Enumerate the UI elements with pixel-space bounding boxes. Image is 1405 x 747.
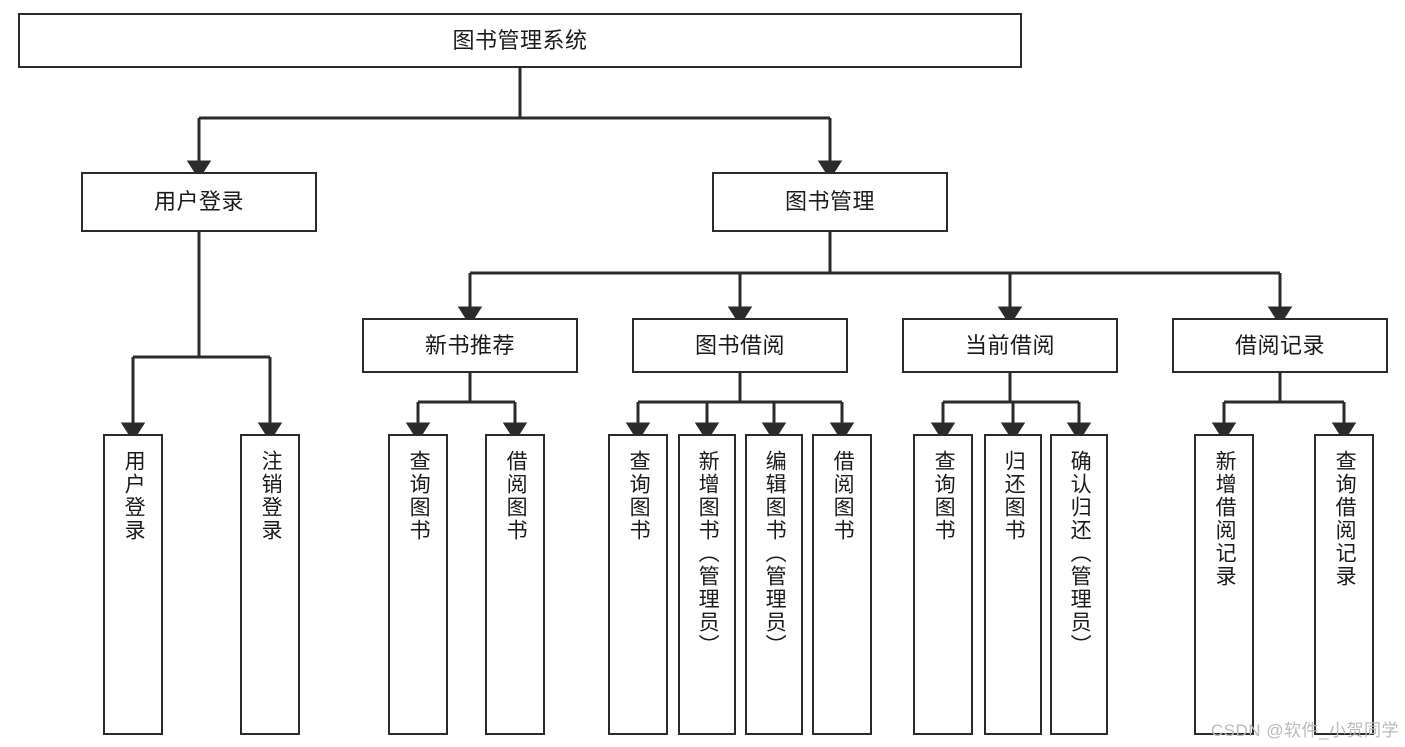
node-bookmgmt[interactable]: 图书管理 — [712, 172, 948, 232]
node-leaf-user-login[interactable]: 用户登录 — [103, 434, 163, 735]
node-leaf-bw-borrow[interactable]: 借阅图书 — [812, 434, 872, 735]
node-leaf-cur-query[interactable]: 查询图书 — [913, 434, 973, 735]
node-current[interactable]: 当前借阅 — [902, 318, 1118, 373]
node-leaf-cur-confirm[interactable]: 确认归还（管理员） — [1050, 434, 1108, 735]
node-label: 图书管理 — [784, 189, 875, 215]
node-leaf-cur-return[interactable]: 归还图书 — [984, 434, 1042, 735]
node-label: 注销登录 — [259, 450, 283, 542]
node-label: 归还图书 — [1002, 450, 1026, 542]
node-root[interactable]: 图书管理系统 — [18, 13, 1022, 68]
node-label: 编辑图书（管理员） — [763, 450, 787, 657]
node-label: 确认归还（管理员） — [1068, 450, 1092, 657]
node-label: 图书管理系统 — [452, 27, 588, 53]
node-label: 当前借阅 — [964, 332, 1055, 358]
node-label: 查询图书 — [627, 450, 651, 542]
node-records[interactable]: 借阅记录 — [1172, 318, 1388, 373]
node-leaf-rec-add[interactable]: 新增借阅记录 — [1194, 434, 1254, 735]
node-newbook[interactable]: 新书推荐 — [362, 318, 578, 373]
node-label: 查询借阅记录 — [1333, 450, 1357, 588]
node-leaf-user-logout[interactable]: 注销登录 — [240, 434, 300, 735]
node-label: 查询图书 — [932, 450, 956, 542]
node-label: 用户登录 — [153, 189, 244, 215]
node-label: 图书借阅 — [694, 332, 785, 358]
node-label: 新增借阅记录 — [1213, 450, 1237, 588]
node-label: 查询图书 — [407, 450, 431, 542]
node-label: 借阅图书 — [831, 450, 855, 542]
node-label: 新书推荐 — [424, 332, 515, 358]
node-label: 借阅图书 — [504, 450, 528, 542]
node-leaf-nb-query[interactable]: 查询图书 — [388, 434, 448, 735]
node-leaf-nb-borrow[interactable]: 借阅图书 — [485, 434, 545, 735]
node-borrow[interactable]: 图书借阅 — [632, 318, 848, 373]
node-label: 新增图书（管理员） — [696, 450, 720, 657]
node-leaf-bw-query[interactable]: 查询图书 — [608, 434, 668, 735]
node-leaf-bw-edit[interactable]: 编辑图书（管理员） — [745, 434, 803, 735]
node-leaf-rec-query[interactable]: 查询借阅记录 — [1314, 434, 1374, 735]
node-leaf-bw-add[interactable]: 新增图书（管理员） — [678, 434, 736, 735]
node-label: 用户登录 — [122, 450, 146, 542]
node-login[interactable]: 用户登录 — [81, 172, 317, 232]
node-label: 借阅记录 — [1234, 332, 1325, 358]
